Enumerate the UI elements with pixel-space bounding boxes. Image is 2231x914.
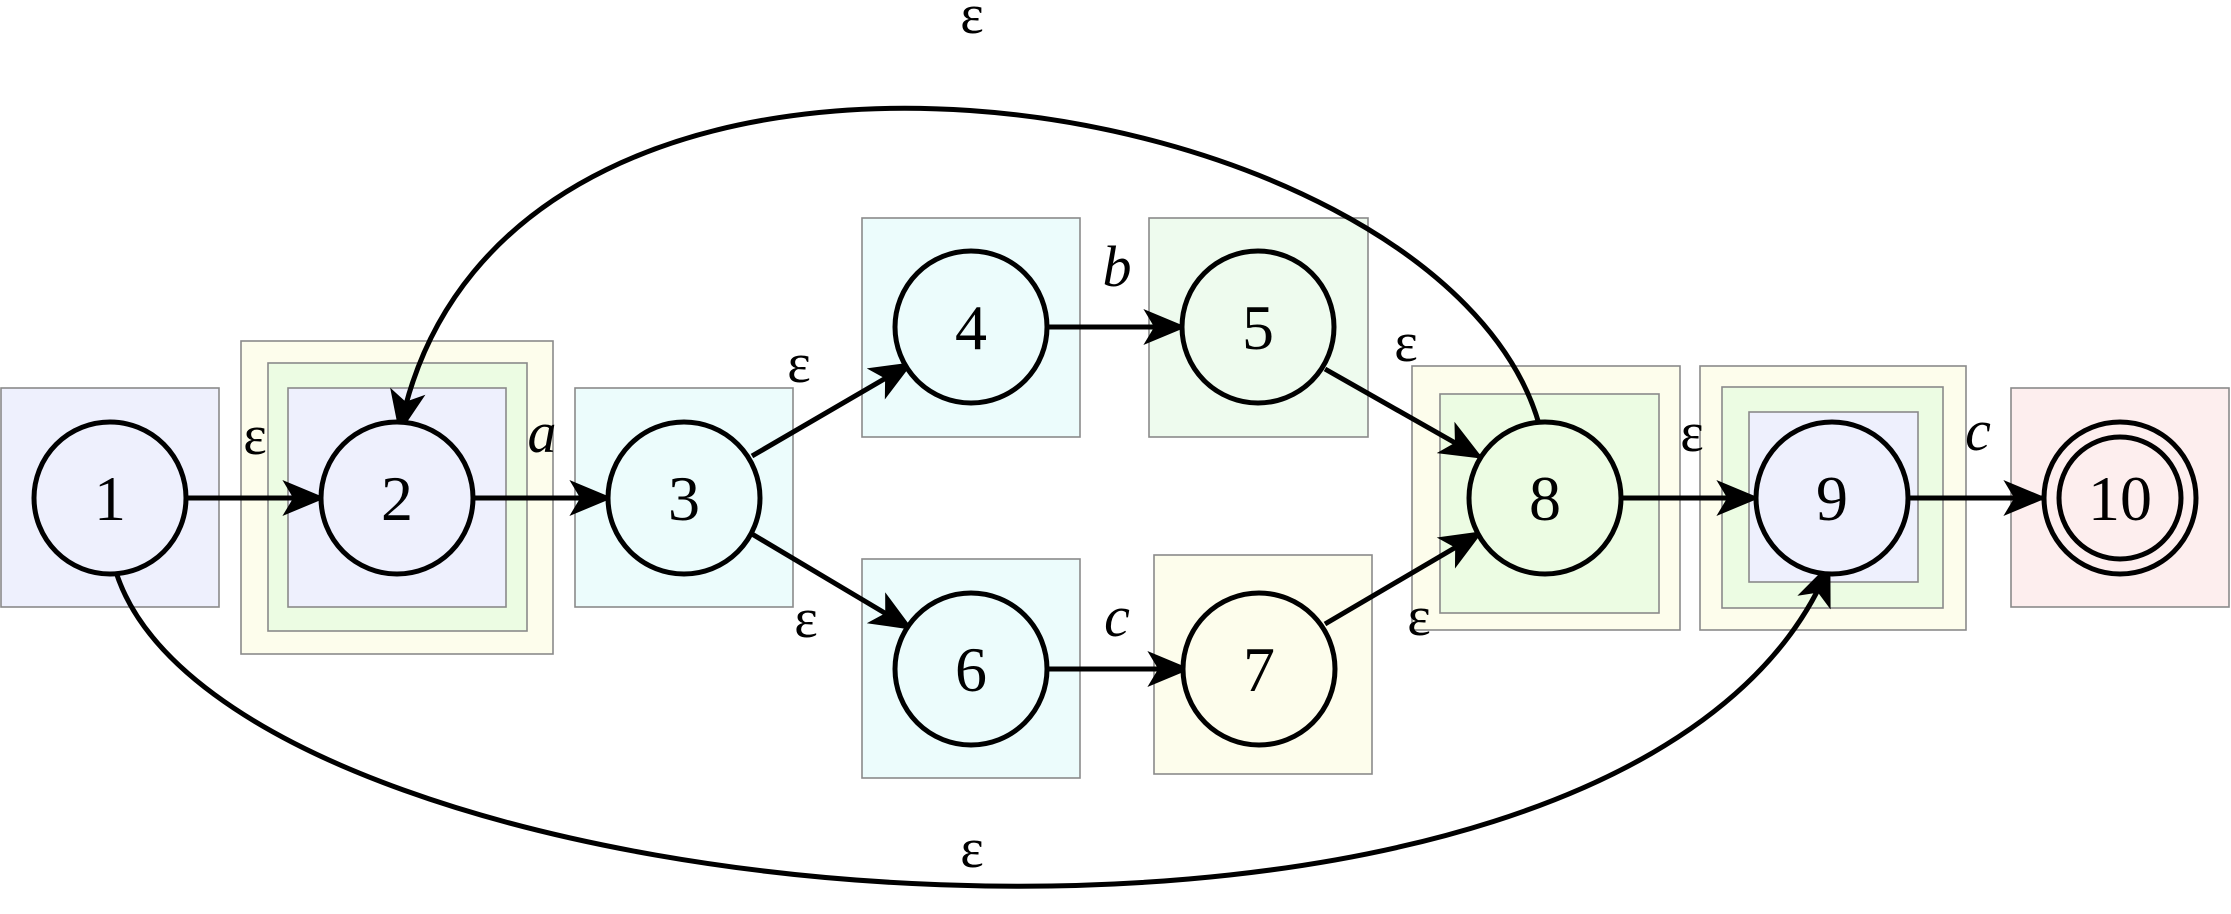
state-8-circle [1466, 419, 1624, 577]
state-3: 3 [605, 419, 763, 577]
label-edge-3-6: ε [794, 588, 818, 650]
state-4: 4 [892, 248, 1050, 406]
state-7-circle [1180, 590, 1338, 748]
label-edge-1-2: ε [243, 405, 267, 467]
state-6: 6 [892, 590, 1050, 748]
label-edge-8-9: ε [1680, 402, 1704, 464]
edge-1-9 [113, 562, 1832, 889]
state-10-outer-circle [2041, 419, 2199, 577]
label-edge-5-8: ε [1394, 312, 1418, 374]
edge-3-6 [750, 531, 914, 631]
label-edge-2-3: a [528, 400, 557, 465]
state-1: 1 [31, 419, 189, 577]
state-8-label: 8 [1529, 463, 1561, 534]
state-10-accepting: 10 [2041, 419, 2199, 577]
state-5-circle [1179, 248, 1337, 406]
state-9-label: 9 [1816, 463, 1848, 534]
state-4-circle [892, 248, 1050, 406]
state-3-circle [605, 419, 763, 577]
state-5: 5 [1179, 248, 1337, 406]
label-edge-1-9: ε [960, 818, 984, 880]
state-1-circle [31, 419, 189, 577]
state-9: 9 [1753, 419, 1911, 577]
state-2-label: 2 [381, 463, 413, 534]
state-4-label: 4 [955, 292, 987, 363]
state-6-label: 6 [955, 634, 987, 705]
label-edge-8-2: ε [960, 0, 984, 46]
edge-8-2 [390, 105, 1542, 434]
state-1-label: 1 [94, 463, 126, 534]
label-edge-4-5: b [1103, 234, 1132, 299]
state-8: 8 [1466, 419, 1624, 577]
label-edge-9-10: c [1965, 398, 1991, 463]
state-7-label: 7 [1243, 634, 1275, 705]
label-edge-6-7: c [1104, 584, 1130, 649]
state-2: 2 [318, 419, 476, 577]
state-5-label: 5 [1242, 292, 1274, 363]
label-edge-7-8: ε [1407, 586, 1431, 648]
edge-5-8 [1323, 366, 1484, 460]
edge-7-8 [1323, 530, 1484, 627]
transitions [113, 105, 2047, 889]
state-2-circle [318, 419, 476, 577]
label-edge-3-4: ε [787, 333, 811, 395]
state-3-label: 3 [668, 463, 700, 534]
state-9-circle [1753, 419, 1911, 577]
state-7: 7 [1180, 590, 1338, 748]
state-6-circle [892, 590, 1050, 748]
transition-labels: ε a ε ε b c ε ε ε c ε ε [243, 0, 1991, 880]
state-10-inner-circle [2056, 434, 2184, 562]
states: 1 2 3 4 5 6 7 8 [31, 248, 2199, 748]
state-10-label: 10 [2088, 463, 2152, 534]
edge-3-4 [750, 361, 914, 459]
